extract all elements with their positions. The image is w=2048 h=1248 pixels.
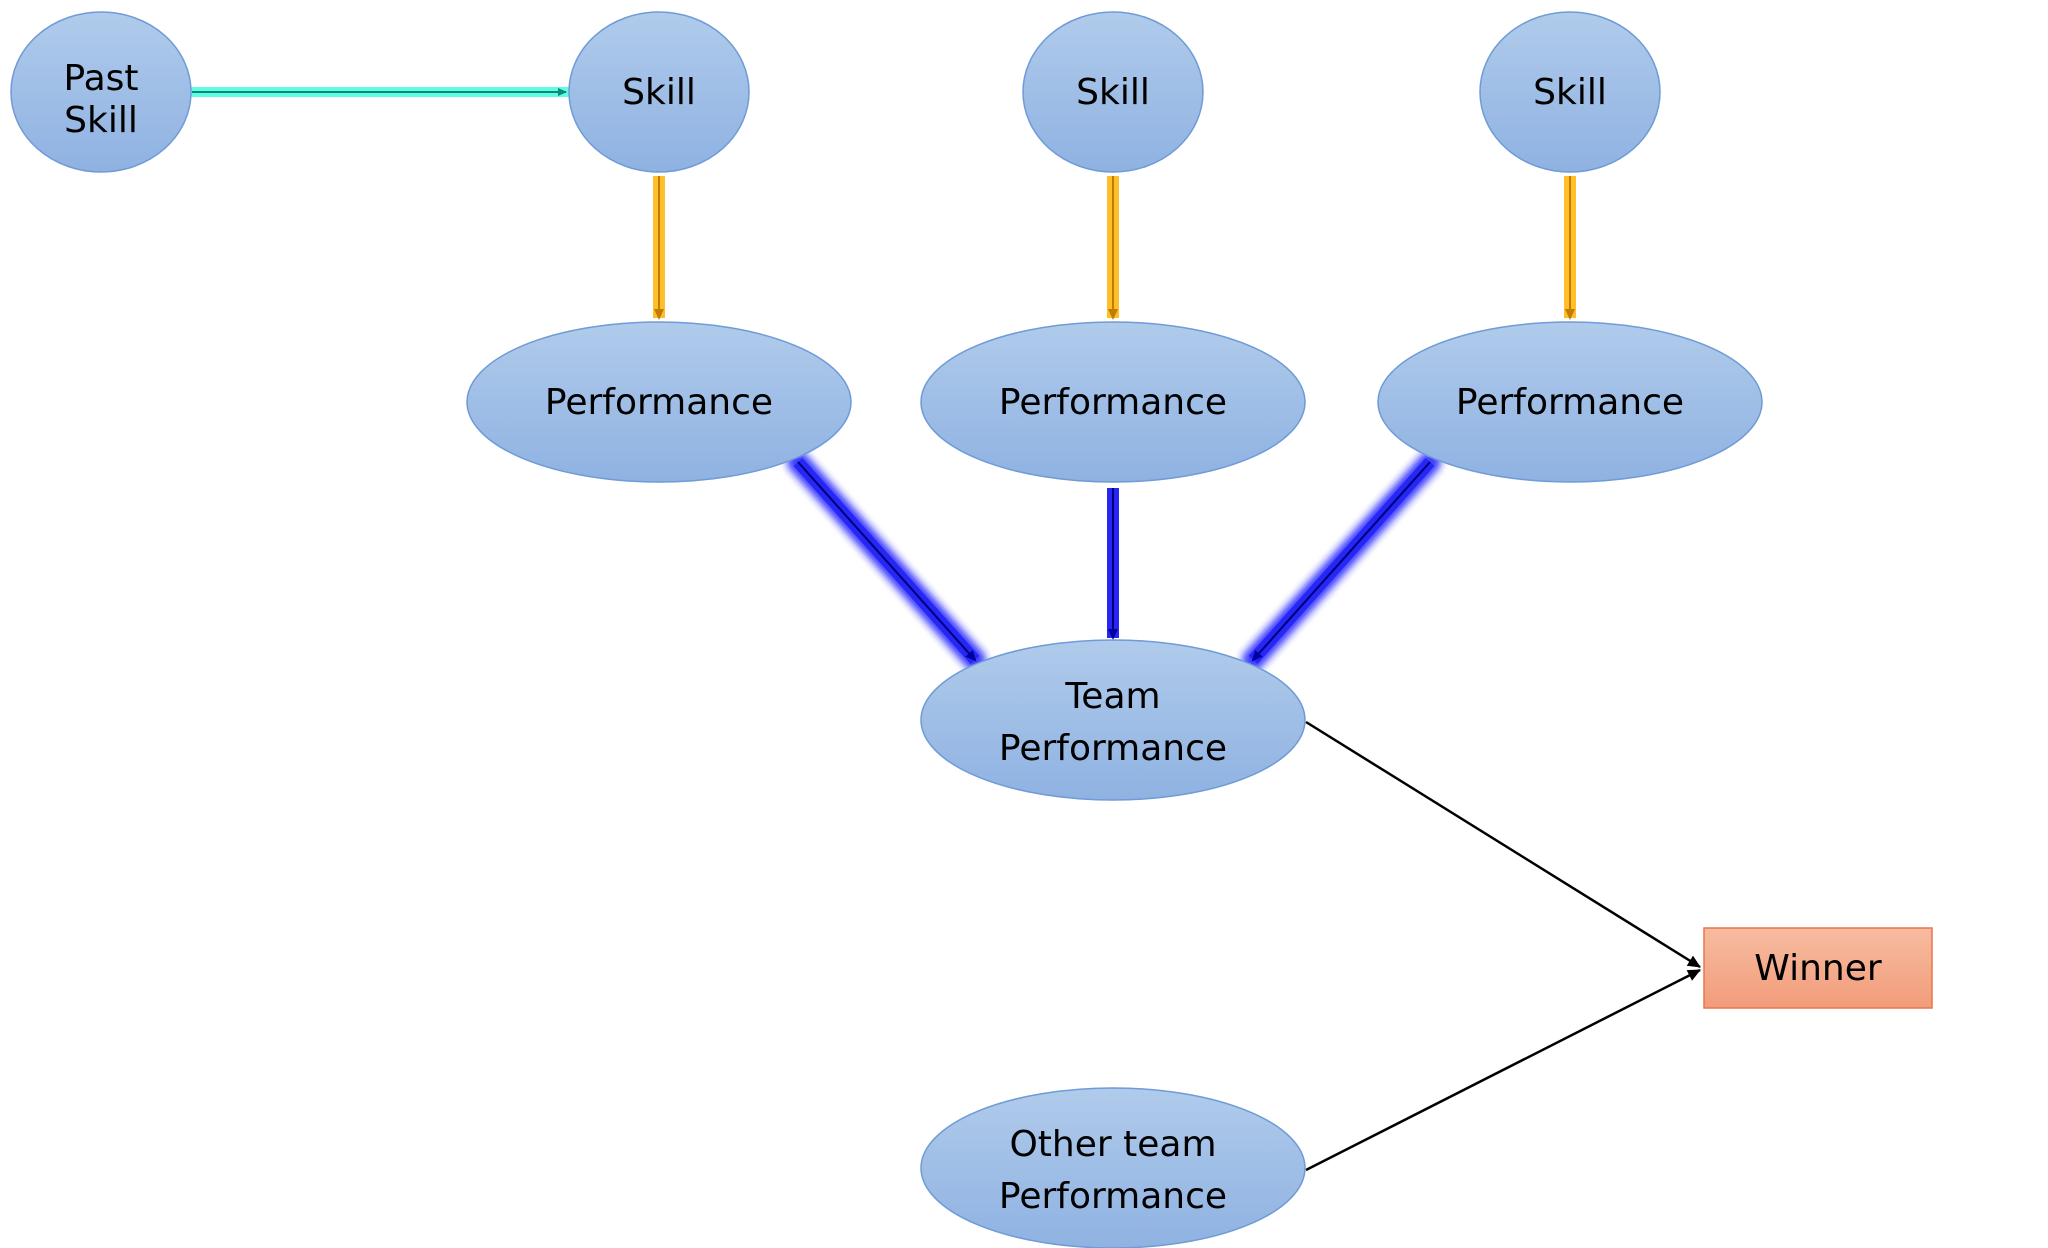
- node-other-team-performance-label-line-1: Other team: [1009, 1124, 1216, 1165]
- node-performance-1-label: Performance: [545, 382, 773, 423]
- node-performance-3: Performance: [1377, 321, 1763, 483]
- node-past-skill-label-line-2: Skill: [64, 100, 138, 141]
- node-past-skill-label-line-1: Past: [63, 58, 138, 99]
- node-performance-3-label: Performance: [1456, 382, 1684, 423]
- node-skill-3: Skill: [1479, 11, 1661, 173]
- node-other-team-performance: Other team Performance: [920, 1087, 1306, 1248]
- edge-other-team-performance-to-winner: [1305, 968, 1701, 1172]
- node-team-performance: Team Performance: [920, 639, 1306, 801]
- edge-performance-1-to-team-performance: [787, 451, 986, 671]
- node-skill-3-label: Skill: [1533, 72, 1607, 113]
- node-winner-label: Winner: [1754, 948, 1882, 989]
- node-past-skill: Past Skill: [10, 11, 192, 173]
- node-other-team-performance-label-line-2: Performance: [999, 1176, 1227, 1217]
- node-skill-1: Skill: [568, 11, 750, 173]
- node-skill-2: Skill: [1022, 11, 1204, 173]
- node-performance-2: Performance: [920, 321, 1306, 483]
- node-performance-1: Performance: [466, 321, 852, 483]
- node-winner: Winner: [1703, 927, 1933, 1009]
- node-performance-2-label: Performance: [999, 382, 1227, 423]
- node-team-performance-label-line-1: Team: [1064, 676, 1160, 717]
- node-skill-1-label: Skill: [622, 72, 696, 113]
- edge-team-performance-to-winner: [1305, 720, 1701, 969]
- edge-performance-3-to-team-performance: [1242, 451, 1441, 671]
- node-skill-2-label: Skill: [1076, 72, 1150, 113]
- node-team-performance-label-line-2: Performance: [999, 728, 1227, 769]
